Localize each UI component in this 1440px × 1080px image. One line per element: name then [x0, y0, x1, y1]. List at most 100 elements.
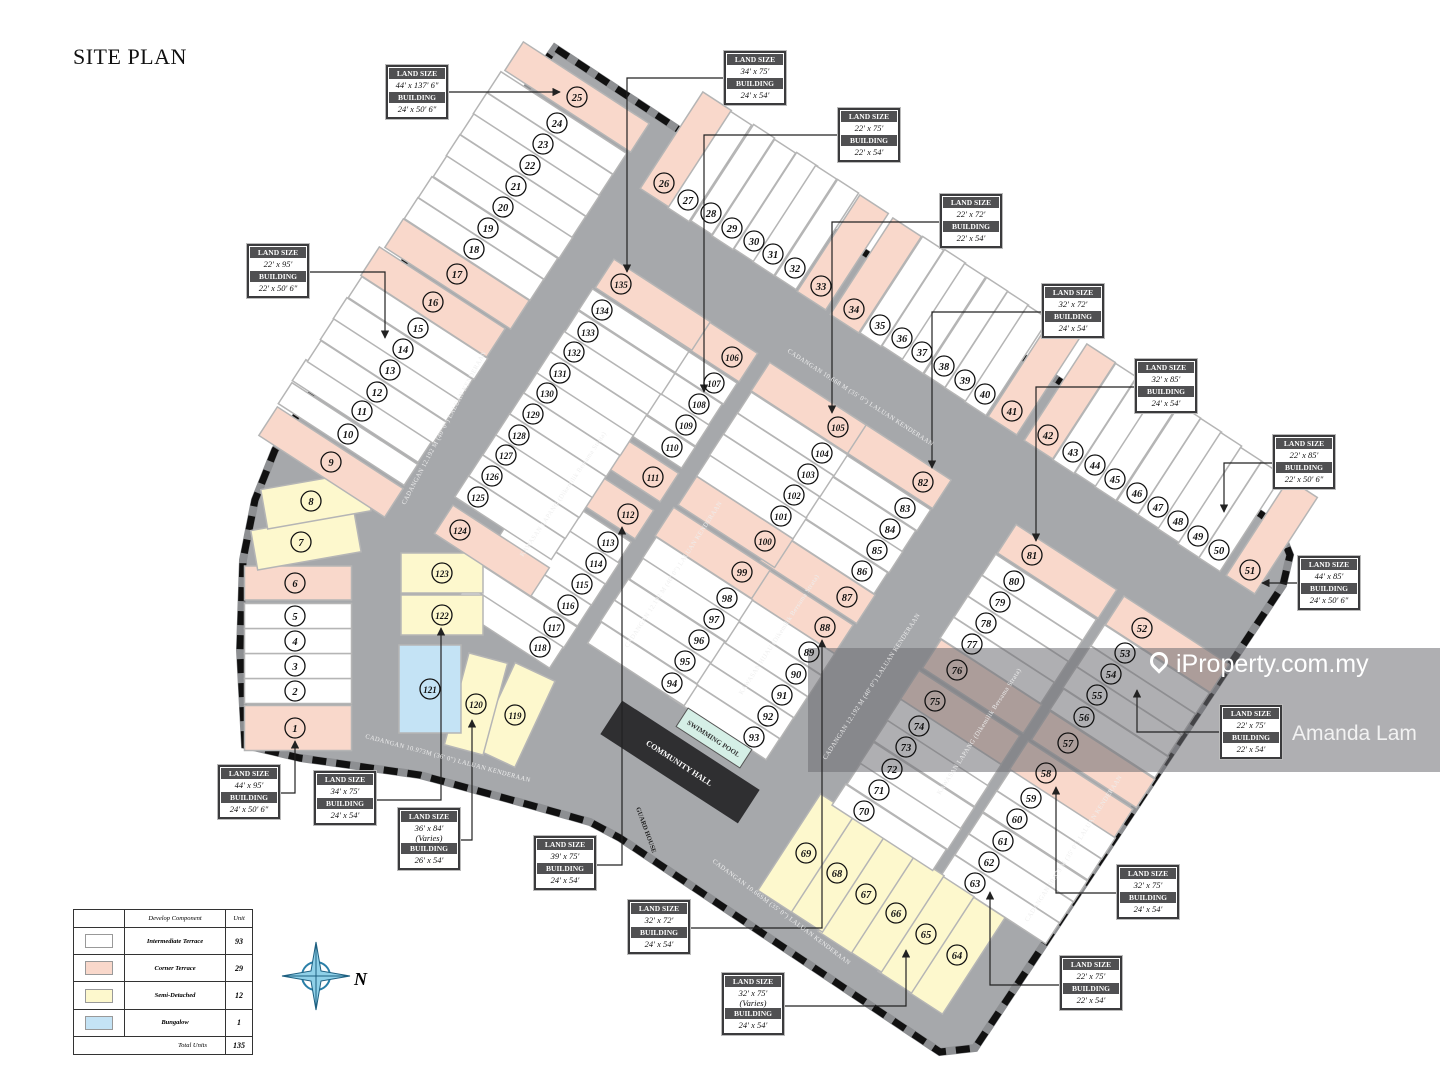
lot-number-marker[interactable]: 26 [653, 172, 675, 194]
lot-number-marker[interactable]: 96 [688, 629, 710, 651]
lot-number-marker[interactable]: 43 [1062, 441, 1084, 463]
lot-number-marker[interactable]: 57 [1057, 732, 1079, 754]
lot-number-marker[interactable]: 8 [300, 490, 322, 512]
lot-number-marker[interactable]: 27 [677, 189, 699, 211]
lot-number-marker[interactable]: 107 [703, 372, 725, 394]
lot-number-marker[interactable]: 44 [1084, 454, 1106, 476]
lot-plot-intermediate[interactable] [751, 164, 838, 277]
lot-number-marker[interactable]: 94 [661, 672, 683, 694]
lot-plot-semi[interactable] [400, 552, 484, 594]
lot-number-marker[interactable]: 58 [1035, 762, 1057, 784]
lot-number-marker[interactable]: 127 [495, 444, 517, 466]
lot-number-marker[interactable]: 51 [1239, 559, 1261, 581]
lot-plot-corner[interactable] [243, 704, 353, 752]
lot-number-marker[interactable]: 38 [933, 355, 955, 377]
lot-number-marker[interactable]: 15 [407, 317, 429, 339]
lot-number-marker[interactable]: 133 [577, 321, 599, 343]
lot-plot-intermediate[interactable] [577, 287, 690, 374]
lot-number-marker[interactable]: 113 [597, 531, 619, 553]
lot-number-marker[interactable]: 120 [465, 693, 487, 715]
lot-plot-corner[interactable] [654, 506, 772, 600]
lot-number-marker[interactable]: 45 [1104, 468, 1126, 490]
lot-number-marker[interactable]: 33 [810, 275, 832, 297]
lot-number-marker[interactable]: 76 [946, 659, 968, 681]
lot-number-marker[interactable]: 61 [992, 830, 1014, 852]
lot-number-marker[interactable]: 62 [978, 851, 1000, 873]
lot-number-marker[interactable]: 20 [492, 196, 514, 218]
lot-number-marker[interactable]: 79 [989, 591, 1011, 613]
lot-number-marker[interactable]: 30 [743, 230, 765, 252]
lot-number-marker[interactable]: 106 [721, 346, 743, 368]
lot-number-marker[interactable]: 52 [1131, 617, 1153, 639]
lot-number-marker[interactable]: 68 [826, 862, 848, 884]
lot-number-marker[interactable]: 82 [912, 471, 934, 493]
lot-number-marker[interactable]: 105 [827, 416, 849, 438]
lot-number-marker[interactable]: 103 [797, 463, 819, 485]
lot-plot-bungalow[interactable] [398, 644, 462, 734]
lot-number-marker[interactable]: 117 [543, 616, 565, 638]
lot-number-marker[interactable]: 93 [743, 726, 765, 748]
lot-number-marker[interactable]: 110 [661, 436, 683, 458]
lot-plot-corner[interactable] [257, 405, 405, 519]
lot-number-marker[interactable]: 4 [284, 630, 306, 652]
lot-number-marker[interactable]: 67 [855, 883, 877, 905]
lot-number-marker[interactable]: 12 [366, 381, 388, 403]
lot-number-marker[interactable]: 21 [505, 175, 527, 197]
lot-number-marker[interactable]: 102 [783, 484, 805, 506]
lot-number-marker[interactable]: 77 [961, 633, 983, 655]
lot-plot-intermediate[interactable] [736, 391, 849, 477]
lot-plot-intermediate[interactable] [243, 652, 353, 680]
lot-number-marker[interactable]: 115 [571, 573, 593, 595]
lot-number-marker[interactable]: 54 [1100, 663, 1122, 685]
lot-number-marker[interactable]: 132 [563, 341, 585, 363]
lot-number-marker[interactable]: 114 [585, 552, 607, 574]
lot-plot-intermediate[interactable] [486, 70, 628, 176]
lot-number-marker[interactable]: 34 [843, 298, 865, 320]
lot-number-marker[interactable]: 29 [721, 217, 743, 239]
lot-number-marker[interactable]: 70 [853, 800, 875, 822]
lot-number-marker[interactable]: 111 [642, 466, 664, 488]
lot-number-marker[interactable]: 85 [866, 539, 888, 561]
lot-number-marker[interactable]: 2 [284, 680, 306, 702]
lot-number-marker[interactable]: 91 [771, 684, 793, 706]
lot-plot-intermediate[interactable] [689, 123, 776, 236]
lot-plot-corner[interactable] [996, 523, 1118, 620]
lot-number-marker[interactable]: 42 [1037, 424, 1059, 446]
lot-number-marker[interactable]: 32 [784, 257, 806, 279]
lot-plot-corner[interactable] [503, 40, 651, 154]
lot-number-marker[interactable]: 109 [675, 414, 697, 436]
lot-number-marker[interactable]: 74 [908, 715, 930, 737]
lot-number-marker[interactable]: 89 [798, 641, 820, 663]
lot-plot-intermediate[interactable] [243, 677, 353, 705]
lot-number-marker[interactable]: 81 [1021, 544, 1043, 566]
lot-number-marker[interactable]: 41 [1001, 400, 1023, 422]
lot-plot-intermediate[interactable] [417, 175, 559, 281]
lot-plot-intermediate[interactable] [666, 110, 753, 223]
lot-number-marker[interactable]: 124 [449, 519, 471, 541]
lot-plot-corner[interactable] [750, 361, 868, 455]
lot-number-marker[interactable]: 13 [379, 359, 401, 381]
lot-number-marker[interactable]: 101 [770, 505, 792, 527]
lot-number-marker[interactable]: 87 [836, 586, 858, 608]
lot-number-marker[interactable]: 31 [762, 243, 784, 265]
lot-number-marker[interactable]: 99 [731, 561, 753, 583]
lot-number-marker[interactable]: 7 [290, 531, 312, 553]
lot-number-marker[interactable]: 92 [757, 705, 779, 727]
lot-number-marker[interactable]: 6 [284, 572, 306, 594]
lot-number-marker[interactable]: 24 [546, 112, 568, 134]
lot-number-marker[interactable]: 16 [422, 291, 444, 313]
lot-number-marker[interactable]: 65 [915, 923, 937, 945]
lot-number-marker[interactable]: 60 [1006, 808, 1028, 830]
lot-plot-intermediate[interactable] [332, 296, 474, 402]
lot-number-marker[interactable]: 69 [795, 842, 817, 864]
lot-number-marker[interactable]: 75 [924, 690, 946, 712]
lot-number-marker[interactable]: 66 [885, 902, 907, 924]
lot-number-marker[interactable]: 73 [895, 736, 917, 758]
lot-number-marker[interactable]: 122 [431, 604, 453, 626]
lot-plot-intermediate[interactable] [1197, 460, 1284, 573]
lot-number-marker[interactable]: 86 [851, 560, 873, 582]
lot-number-marker[interactable]: 3 [284, 655, 306, 677]
lot-number-marker[interactable]: 46 [1126, 482, 1148, 504]
lot-number-marker[interactable]: 131 [549, 362, 571, 384]
lot-plot-intermediate[interactable] [243, 602, 353, 630]
